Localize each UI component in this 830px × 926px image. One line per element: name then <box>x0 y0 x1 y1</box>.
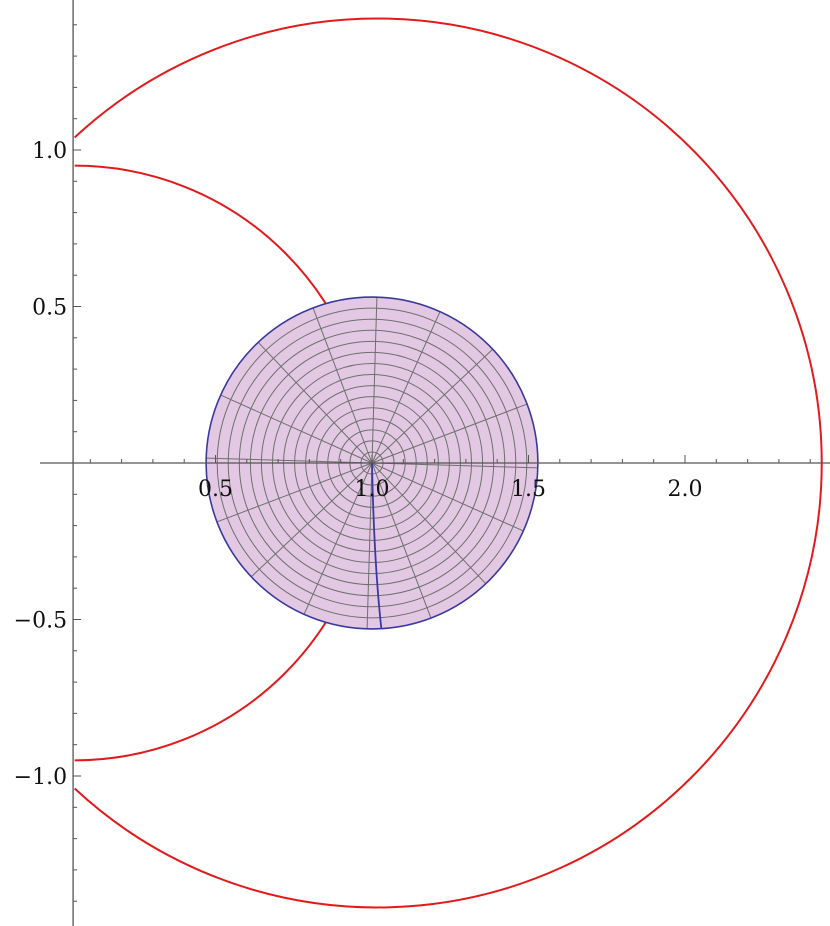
x-tick-label: 1.0 <box>355 477 390 502</box>
y-tick-label: −0.5 <box>14 609 67 634</box>
disk-spoke <box>312 307 373 464</box>
x-tick-label: 0.5 <box>198 477 233 502</box>
disk-spoke <box>257 341 373 464</box>
disk-spoke <box>371 297 378 464</box>
disk-spoke <box>250 462 373 578</box>
disk-spoke <box>371 348 494 464</box>
disk-spoke <box>303 462 373 615</box>
y-tick-label: 1.0 <box>32 139 67 164</box>
disk-spoke <box>366 462 373 629</box>
disk-spoke <box>371 311 441 464</box>
disk-spoke <box>216 462 373 523</box>
disk-highlighted-spoke <box>371 462 383 629</box>
axis-ticks: 0.5 1.0 1.5 2.0 1.0 0.5 −0.5 −1.0 <box>14 24 811 902</box>
x-tick-label: 2.0 <box>668 477 703 502</box>
disk-spoke <box>220 394 373 464</box>
disk-spoke <box>206 457 373 464</box>
disk-spoke <box>371 462 432 619</box>
disk-spoke <box>371 403 528 464</box>
disk-spoke <box>371 462 524 532</box>
axes: 0.5 1.0 1.5 2.0 1.0 0.5 −0.5 −1.0 <box>14 0 830 926</box>
x-tick-label: 1.5 <box>511 477 546 502</box>
y-tick-label: −1.0 <box>14 765 67 790</box>
disk-spoke <box>371 462 538 469</box>
y-tick-label: 0.5 <box>32 296 67 321</box>
disk-spoke <box>371 462 487 585</box>
